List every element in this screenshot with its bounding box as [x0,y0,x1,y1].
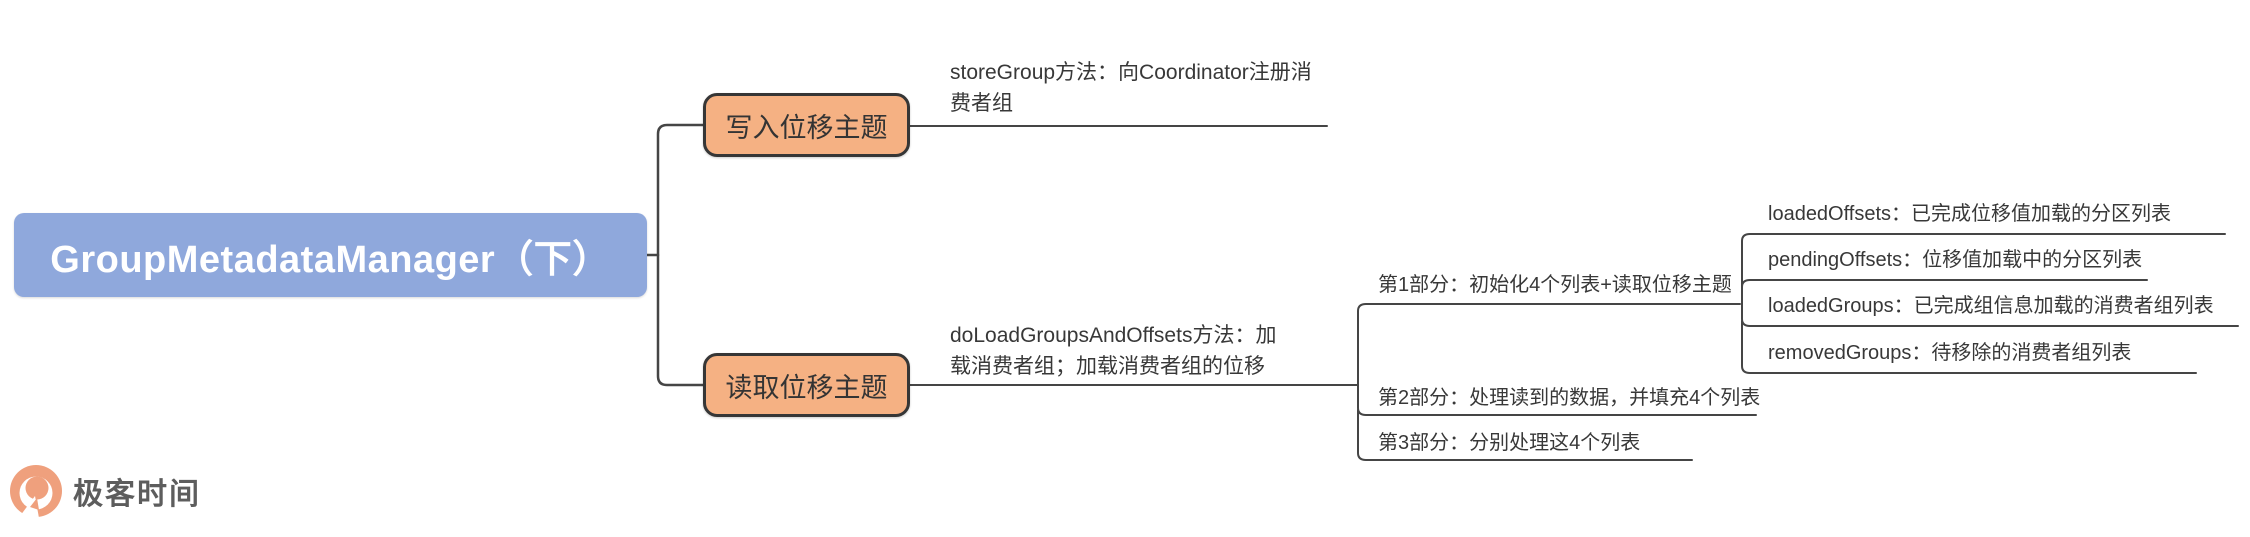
part-item-2[interactable]: 第2部分：处理读到的数据，并填充4个列表 [1378,387,1761,409]
root-topic-node[interactable]: GroupMetadataManager（下） [14,213,647,297]
leaf-item-removed-groups[interactable]: removedGroups：待移除的消费者组列表 [1768,342,2132,364]
part-item-1[interactable]: 第1部分：初始化4个列表+读取位移主题 [1378,274,1732,296]
root-topic-label: GroupMetadataManager（下） [50,238,611,281]
part-item-3[interactable]: 第3部分：分别处理这4个列表 [1378,432,1641,454]
leaf-item-loaded-groups[interactable]: loadedGroups：已完成组信息加载的消费者组列表 [1768,295,2214,317]
geektime-logo-text: 极客时间 [73,478,201,511]
branch-topic-write-offsets[interactable]: 写入位移主题 [703,93,910,157]
branch-topic-read-offsets[interactable]: 读取位移主题 [703,353,910,417]
detail-store-group-label: storeGroup方法：向Coordinator注册消费者组 [950,61,1312,115]
leaf-item-pending-offsets[interactable]: pendingOffsets：位移值加载中的分区列表 [1768,249,2143,271]
geektime-logo: 极客时间 [8,462,201,520]
detail-do-load-label: doLoadGroupsAndOffsets方法：加载消费者组；加载消费者组的位… [950,324,1277,378]
leaf-item-loaded-offsets[interactable]: loadedOffsets：已完成位移值加载的分区列表 [1768,203,2172,225]
branch-topic-read-label: 读取位移主题 [725,372,888,403]
geektime-logo-icon [10,465,62,518]
branch-topic-write-label: 写入位移主题 [725,112,888,143]
detail-do-load-method[interactable]: doLoadGroupsAndOffsets方法：加载消费者组；加载消费者组的位… [950,320,1290,382]
detail-store-group-method[interactable]: storeGroup方法：向Coordinator注册消费者组 [950,57,1322,119]
